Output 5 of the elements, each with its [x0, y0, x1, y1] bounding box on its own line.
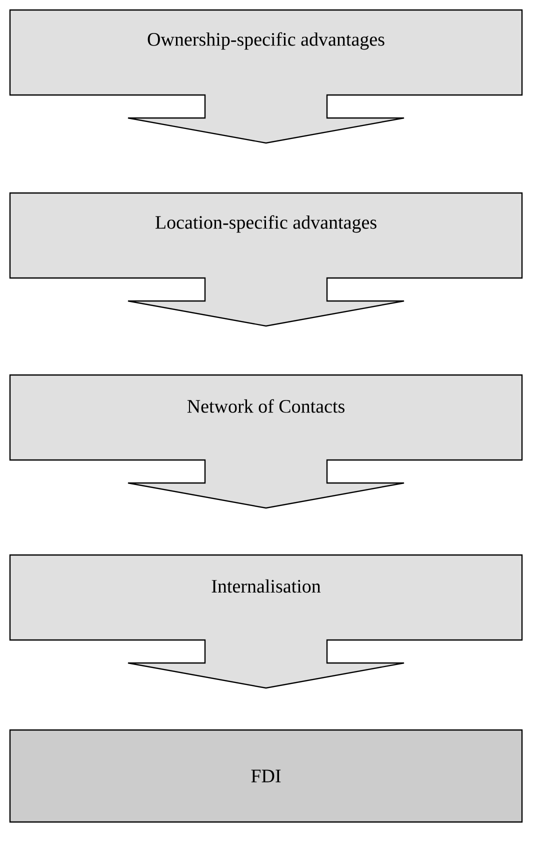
arrow-callout-box: Network of Contacts [9, 374, 523, 509]
process-box: FDI [9, 729, 523, 823]
arrow-callout-box: Internalisation [9, 554, 523, 689]
arrow-callout-box: Ownership-specific advantages [9, 9, 523, 144]
arrow-callout-box: Location-specific advantages [9, 192, 523, 327]
